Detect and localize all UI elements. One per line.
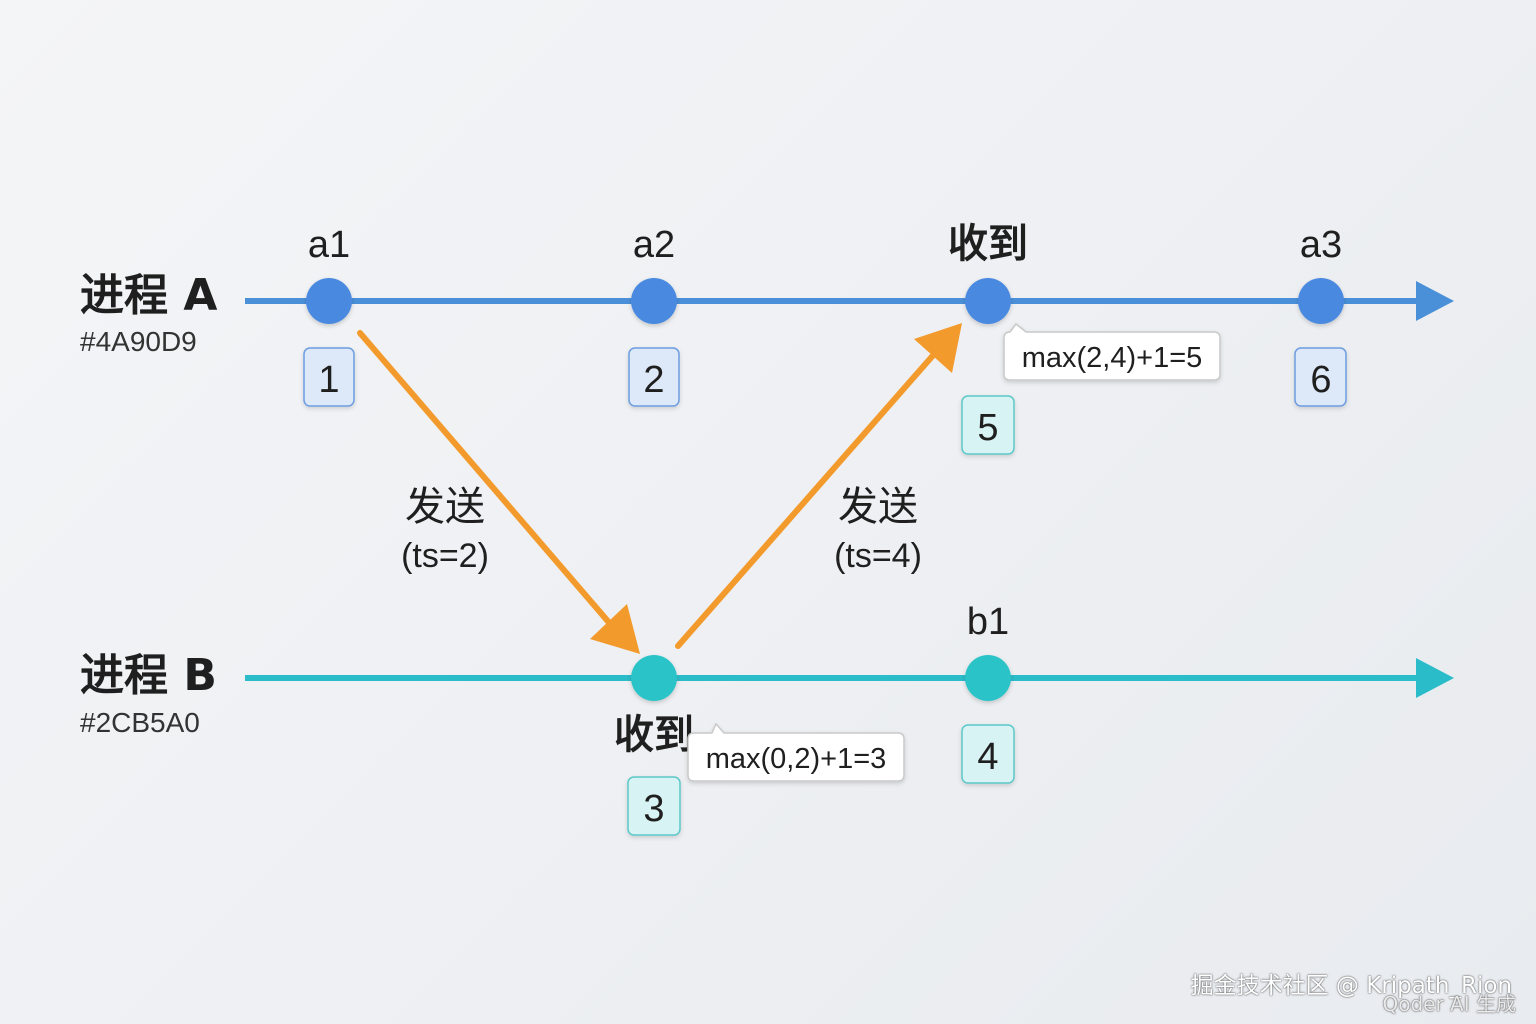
event-a3-timestamp-box xyxy=(1294,347,1347,407)
process-a-arrowhead xyxy=(1416,281,1454,321)
event-a2-timestamp: 2 xyxy=(643,359,664,401)
process-b-timeline xyxy=(245,658,1454,698)
event-a3-dot xyxy=(1298,278,1344,324)
process-b-name: 进程 B xyxy=(80,650,217,701)
event-a1-timestamp: 1 xyxy=(318,359,339,401)
event-b1: b1 4 xyxy=(961,601,1015,784)
event-b-receive-label: 收到 xyxy=(614,712,694,758)
watermark-line-1: 掘金技术社区 @ Kripath_Rion xyxy=(1190,973,1512,999)
event-b-receive-formula: max(0,2)+1=3 xyxy=(706,743,887,775)
watermark-line-2: Qoder AI 生成 xyxy=(1382,992,1517,1016)
event-b-receive-timestamp: 3 xyxy=(643,788,664,830)
event-a-receive-formula: max(2,4)+1=5 xyxy=(1022,342,1203,374)
event-a1: a1 1 xyxy=(303,224,355,407)
event-a3: a3 6 xyxy=(1294,224,1347,407)
event-a1-dot xyxy=(306,278,352,324)
event-a-receive-timestamp-box xyxy=(961,395,1015,455)
event-a3-label: a3 xyxy=(1300,224,1342,266)
event-a2-timestamp-box xyxy=(628,347,680,407)
message-arrow-1: 发送 (ts=2) xyxy=(357,330,640,654)
process-a-name: 进程 A xyxy=(80,270,217,321)
event-a3-timestamp: 6 xyxy=(1310,359,1331,401)
message-2-label: 发送 xyxy=(838,484,918,530)
process-a-color-label: #4A90D9 xyxy=(80,326,197,357)
event-b1-timestamp: 4 xyxy=(977,736,998,778)
event-a-receive: 收到 max(2,4)+1=5 5 xyxy=(948,221,1221,455)
event-b-receive-dot xyxy=(631,655,677,701)
process-a-header: 进程 A #4A90D9 xyxy=(80,270,217,357)
event-b1-dot xyxy=(965,655,1011,701)
message-arrow-2-head xyxy=(914,323,962,373)
event-a-receive-label: 收到 xyxy=(948,221,1028,267)
process-b-color-label: #2CB5A0 xyxy=(80,707,200,738)
event-a-receive-formula-callout xyxy=(1003,322,1221,381)
event-b1-label: b1 xyxy=(967,601,1009,643)
process-b-arrowhead xyxy=(1416,658,1454,698)
process-a-timeline xyxy=(245,281,1454,321)
event-b-receive-timestamp-box xyxy=(627,776,681,836)
message-arrow-2: 发送 (ts=4) xyxy=(675,323,962,649)
message-2-ts: (ts=4) xyxy=(834,537,922,575)
message-1-label: 发送 xyxy=(405,484,485,530)
message-arrow-2-shaft xyxy=(675,349,939,649)
event-a-receive-dot xyxy=(965,278,1011,324)
event-a2-label: a2 xyxy=(633,224,675,266)
event-b-receive: 收到 max(0,2)+1=3 3 xyxy=(614,655,905,836)
message-1-ts: (ts=2) xyxy=(401,537,489,575)
event-a1-label: a1 xyxy=(308,224,350,266)
event-a1-timestamp-box xyxy=(303,347,355,407)
event-a2-dot xyxy=(631,278,677,324)
process-b-header: 进程 B #2CB5A0 xyxy=(80,650,217,738)
event-b1-timestamp-box xyxy=(961,724,1015,784)
event-a-receive-timestamp: 5 xyxy=(977,407,998,449)
event-a2: a2 2 xyxy=(628,224,680,407)
event-b-receive-formula-callout xyxy=(687,722,905,782)
message-arrow-1-head xyxy=(590,604,640,654)
message-arrow-1-shaft xyxy=(357,330,615,629)
